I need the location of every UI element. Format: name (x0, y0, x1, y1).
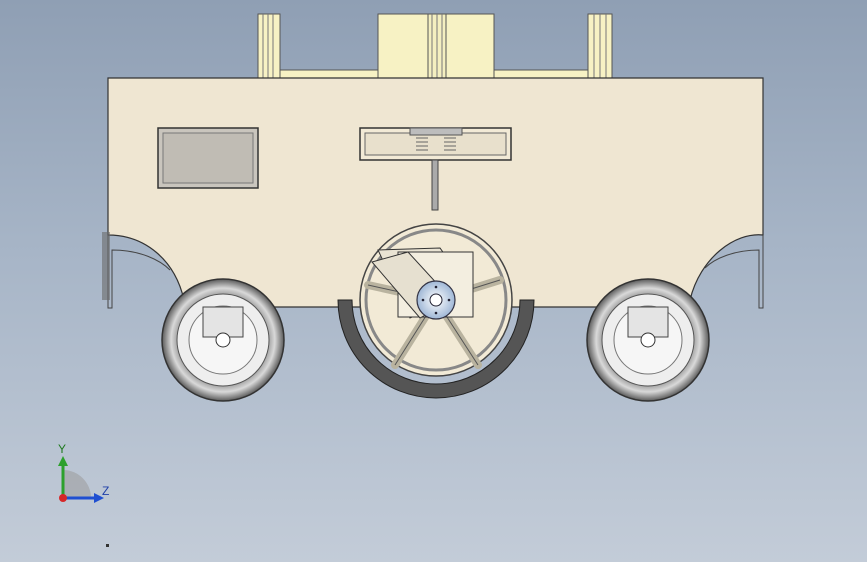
triad-axes (58, 456, 104, 503)
origin-point (59, 494, 67, 502)
suspension-slot (359, 127, 512, 211)
caster-wheel-right (586, 278, 710, 402)
cursor-marker (106, 544, 109, 547)
z-axis-label: Z (102, 484, 110, 498)
caster-wheel-left (161, 278, 285, 402)
drive-wheel (337, 223, 535, 399)
top-frame (257, 13, 613, 81)
y-axis-label: Y (58, 442, 67, 456)
orientation-triad[interactable]: Y Z (48, 440, 118, 510)
